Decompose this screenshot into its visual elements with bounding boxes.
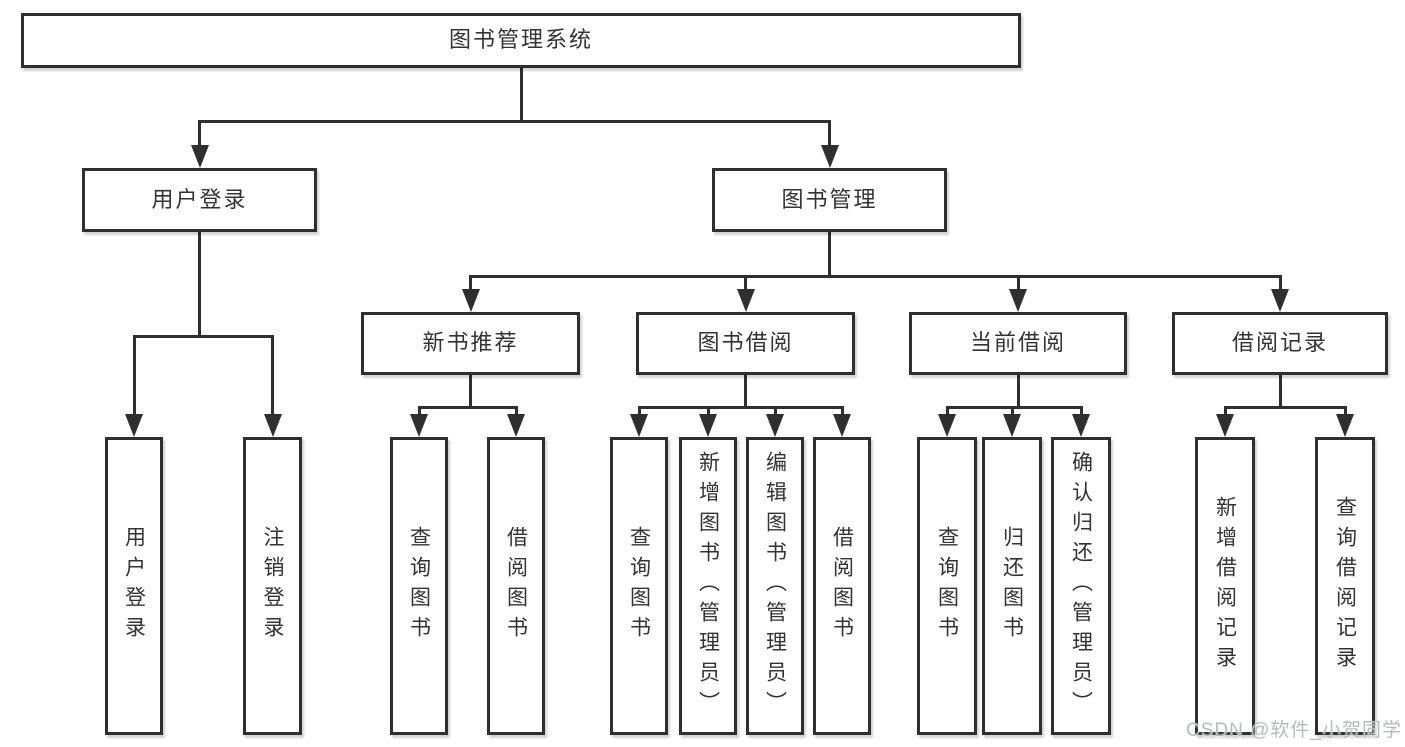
node-nbr-query-books: 查询图书: [390, 437, 448, 735]
node-book-borrow: 图书借阅: [636, 312, 855, 375]
edge-stem-user-login: [198, 232, 201, 338]
edge-drop-book-borrow: [744, 275, 747, 292]
edge-bar-root: [198, 120, 831, 123]
edge-drop-user-login: [198, 120, 201, 148]
node-current-borrow: 当前借阅: [909, 312, 1127, 375]
csdn-watermark: CSDN @软件_小贺同学: [1186, 720, 1402, 741]
node-bb-borrow-books: 借阅图书: [813, 437, 871, 735]
node-cb-confirm-return: 确认归还（管理员）: [1051, 437, 1111, 735]
edge-arrowhead-nbr-borrow-books: [507, 414, 525, 437]
edge-drop-bb-query-books: [637, 406, 641, 417]
edge-arrowhead-user-login: [190, 145, 209, 168]
edge-drop-cb-return-books: [1010, 406, 1014, 417]
edge-drop-bb-edit-books: [773, 406, 777, 417]
node-logout-leaf: 注销登录: [243, 437, 302, 735]
edge-arrowhead-user-login-leaf: [125, 414, 143, 437]
node-bb-add-books: 新增图书（管理员）: [679, 437, 737, 735]
edge-arrowhead-logout-leaf: [263, 414, 282, 437]
edge-drop-cb-confirm-return: [1079, 406, 1083, 417]
node-user-login-leaf: 用户登录: [105, 437, 163, 735]
edge-arrowhead-cb-confirm-return: [1072, 414, 1090, 437]
node-user-login: 用户登录: [82, 168, 317, 232]
edge-drop-nbr-borrow-books: [514, 406, 518, 417]
node-new-book-recommend: 新书推荐: [361, 312, 580, 375]
node-bb-edit-books: 编辑图书（管理员）: [746, 437, 804, 735]
edge-drop-nbr-query-books: [417, 406, 421, 417]
edge-arrowhead-cb-return-books: [1003, 414, 1021, 437]
edge-bar-borrow-records: [1223, 406, 1347, 409]
edge-drop-user-login-leaf: [132, 335, 136, 417]
edge-drop-book-management: [828, 120, 831, 148]
edge-bar-current-borrow: [945, 406, 1083, 409]
edge-bar-book-borrow: [637, 406, 844, 409]
edge-drop-new-book-recommend: [469, 275, 472, 292]
edge-drop-br-query-record: [1343, 406, 1347, 417]
edge-arrowhead-bb-query-books: [630, 414, 648, 437]
node-book-management: 图书管理: [712, 168, 947, 232]
edge-arrowhead-bb-edit-books: [766, 414, 784, 437]
edge-drop-bb-borrow-books: [840, 406, 844, 417]
edge-stem-book-management: [828, 232, 831, 278]
edge-drop-borrow-records: [1278, 275, 1282, 292]
edge-bar-new-book-recommend: [417, 406, 518, 409]
node-br-query-record: 查询借阅记录: [1315, 437, 1375, 735]
edge-arrowhead-new-book-recommend: [461, 289, 480, 312]
edge-arrowhead-book-borrow: [736, 289, 755, 312]
node-root: 图书管理系统: [21, 13, 1021, 68]
node-borrow-records: 借阅记录: [1172, 312, 1388, 375]
edge-arrowhead-bb-borrow-books: [833, 414, 851, 437]
edge-stem-book-borrow: [744, 375, 747, 409]
node-bb-query-books: 查询图书: [610, 437, 668, 735]
edge-drop-br-add-record: [1223, 406, 1227, 417]
edge-drop-logout-leaf: [271, 335, 274, 417]
edge-bar-book-management: [469, 275, 1282, 278]
edge-arrowhead-br-add-record: [1216, 414, 1234, 437]
edge-arrowhead-book-management: [820, 145, 839, 168]
edge-stem-root: [519, 68, 523, 123]
edge-stem-current-borrow: [1016, 375, 1020, 409]
node-nbr-borrow-books: 借阅图书: [487, 437, 545, 735]
edge-bar-user-login: [132, 335, 274, 338]
edge-drop-cb-query-books: [945, 406, 949, 417]
edge-arrowhead-nbr-query-books: [410, 414, 428, 437]
edge-drop-bb-add-books: [706, 406, 710, 417]
edge-stem-new-book-recommend: [469, 375, 472, 409]
edge-drop-current-borrow: [1016, 275, 1020, 292]
node-br-add-record: 新增借阅记录: [1195, 437, 1255, 735]
node-cb-query-books: 查询图书: [917, 437, 977, 735]
node-cb-return-books: 归还图书: [982, 437, 1042, 735]
edge-stem-borrow-records: [1278, 375, 1282, 409]
edge-arrowhead-cb-query-books: [938, 414, 956, 437]
edge-arrowhead-current-borrow: [1009, 289, 1027, 312]
edge-arrowhead-borrow-records: [1271, 289, 1289, 312]
edge-arrowhead-bb-add-books: [699, 414, 717, 437]
edge-arrowhead-br-query-record: [1336, 414, 1354, 437]
